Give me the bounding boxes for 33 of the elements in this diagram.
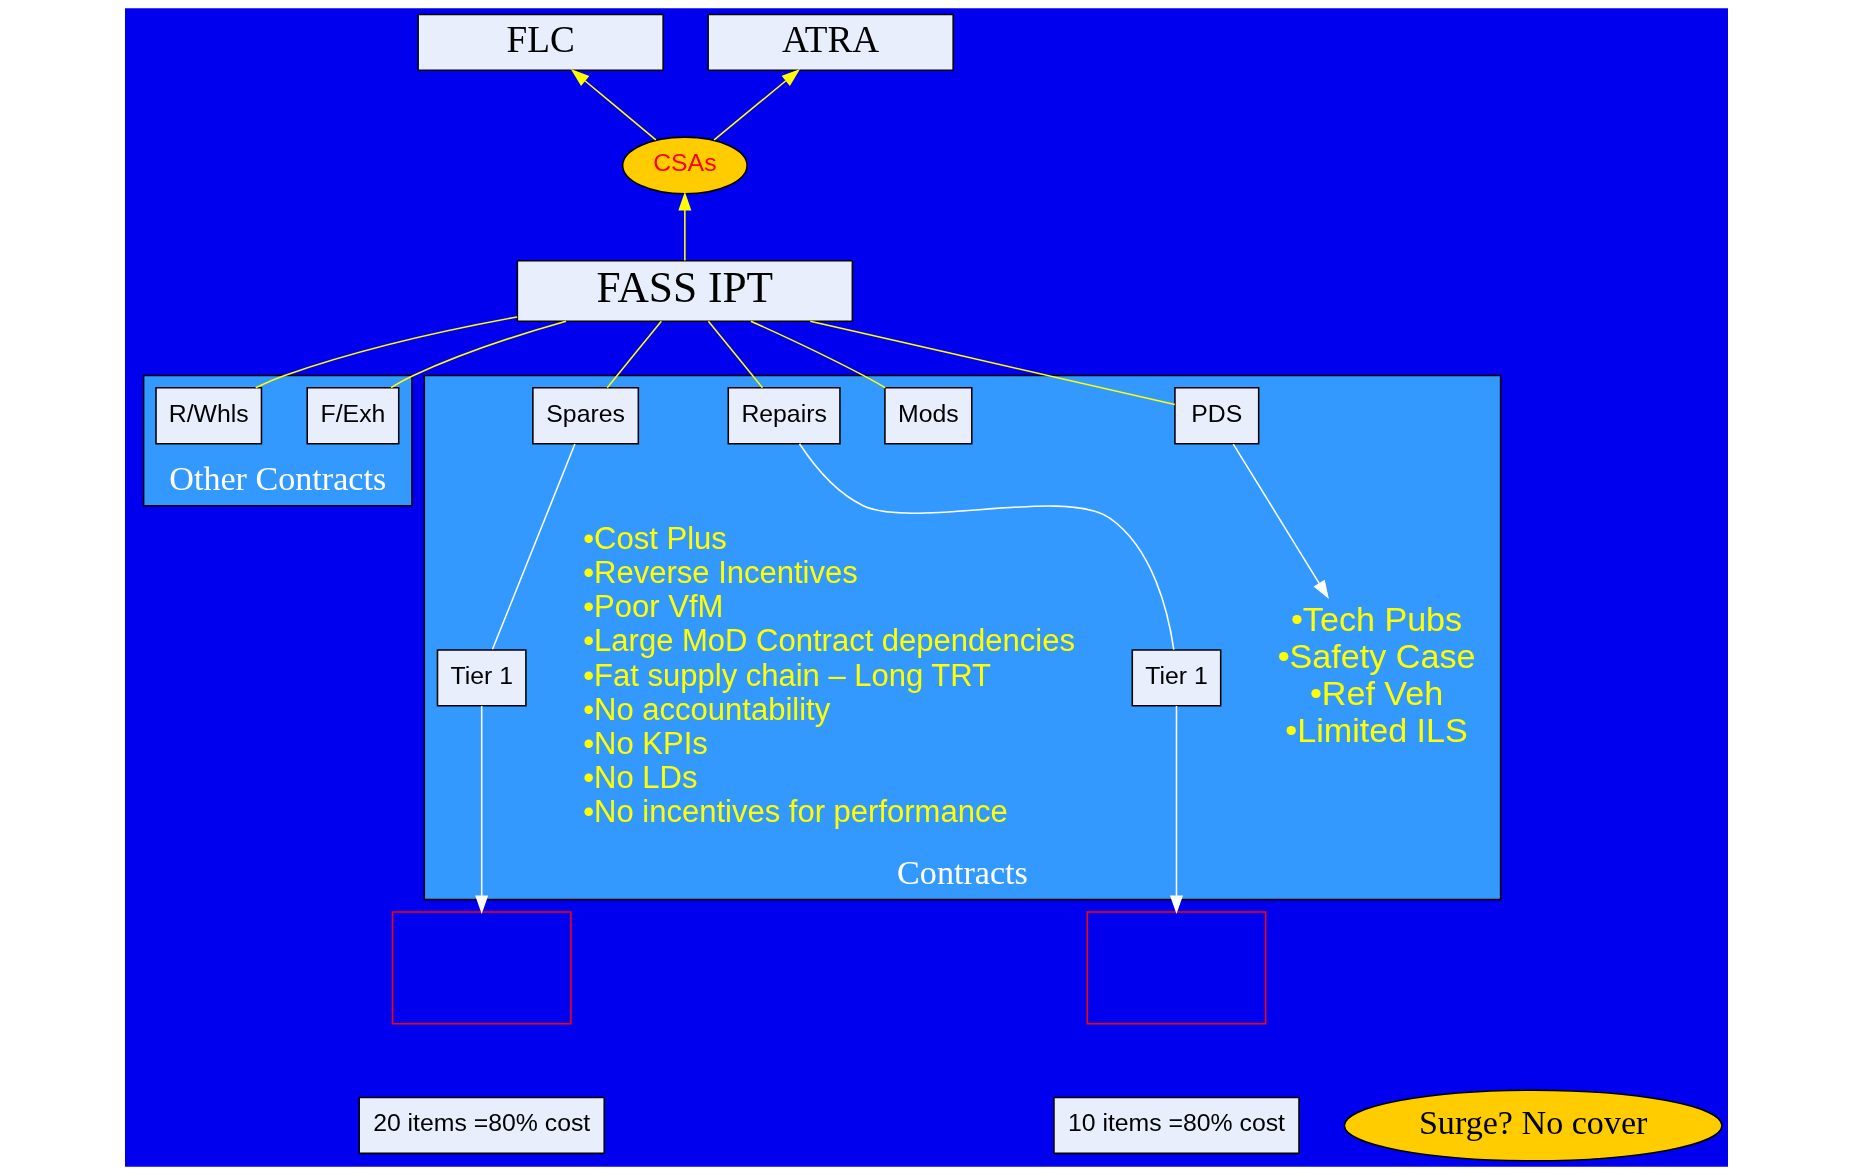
node-box: PDS bbox=[1174, 387, 1260, 445]
node-box: Mods bbox=[884, 387, 973, 445]
arrow bbox=[1169, 705, 1183, 914]
node-ellipse: Surge? No cover bbox=[1343, 1089, 1723, 1162]
connector bbox=[606, 320, 663, 389]
node-box: FASS IPT bbox=[516, 259, 854, 322]
node-box bbox=[391, 911, 572, 1025]
node-box: Tier 1 bbox=[436, 649, 527, 707]
node-box bbox=[1086, 911, 1267, 1025]
connector bbox=[809, 320, 1176, 406]
arrow bbox=[475, 705, 489, 914]
node-box: R/Whls bbox=[155, 387, 263, 445]
connector bbox=[798, 443, 1175, 651]
node-box: 10 items =80% cost bbox=[1053, 1096, 1300, 1155]
connector bbox=[491, 443, 576, 651]
node-box: ATRA bbox=[707, 13, 954, 72]
node-text: •Tech Pubs •Safety Case •Ref Veh •Limited ILS bbox=[1277, 599, 1476, 750]
connector bbox=[254, 316, 518, 389]
node-box: Spares bbox=[532, 387, 640, 445]
arrow bbox=[713, 69, 801, 141]
node-box: F/Exh bbox=[306, 387, 400, 445]
node-ellipse: CSAs bbox=[621, 136, 748, 195]
node-box: Tier 1 bbox=[1131, 649, 1222, 707]
arrow bbox=[678, 191, 692, 262]
node-text: •Cost Plus •Reverse Incentives •Poor VfM •Large MoD Contract dependencies •Fat supply chain – Long TRT •No accountability •No KPIs •No LDs •No incentives for performance bbox=[583, 521, 1075, 830]
node-box: Repairs bbox=[727, 387, 841, 445]
node-box: 20 items =80% cost bbox=[358, 1096, 605, 1155]
connector bbox=[750, 320, 887, 389]
node-box: FLC bbox=[417, 13, 664, 72]
connector bbox=[707, 320, 764, 389]
connector bbox=[390, 320, 567, 389]
arrow bbox=[570, 69, 657, 141]
arrow bbox=[1232, 443, 1329, 600]
